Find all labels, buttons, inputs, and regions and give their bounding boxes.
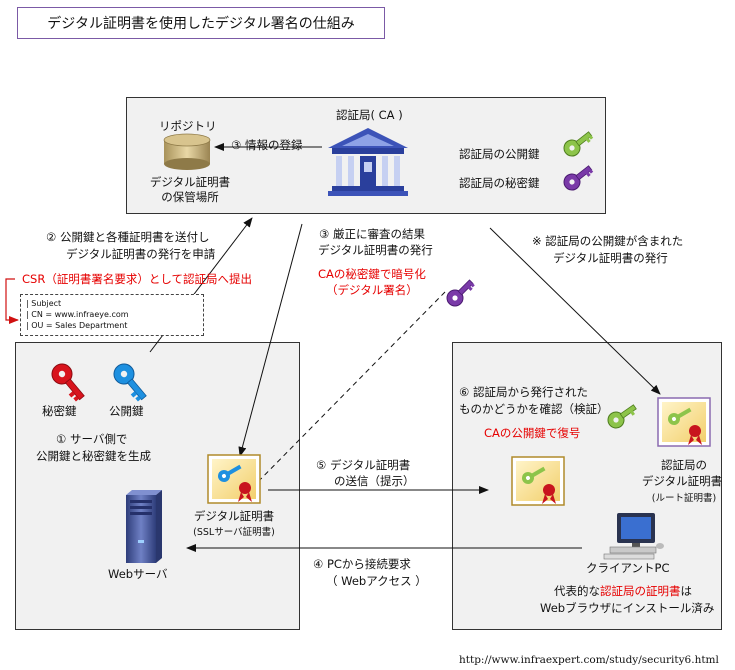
server-cert-sub: (SSLサーバ証明書) — [193, 527, 275, 538]
step4-line2: （ Webアクセス ） — [326, 574, 427, 588]
client-certificate-icon — [511, 456, 565, 506]
repository-icon — [163, 133, 211, 170]
arrow-issue-cert — [238, 223, 303, 457]
csr-document: | Subject | CN = www.infraeye.com | OU =… — [20, 294, 204, 336]
step3-line1: ③ 厳正に審査の結果 — [319, 227, 425, 241]
csr-cn: | CN = www.infraeye.com — [26, 310, 129, 319]
step2-line1: ② 公開鍵と各種証明書を送付し — [46, 230, 210, 244]
note-line1: ※ 認証局の公開鍵が含まれた — [532, 234, 684, 248]
client-bottom-prefix: 代表的な — [554, 584, 600, 598]
client-bottom-line2: Webブラウザにインストール済み — [540, 601, 715, 615]
repository-desc-1: デジタル証明書 — [149, 175, 231, 189]
step6-red: CAの公開鍵で復号 — [484, 426, 581, 440]
ca-building-icon — [328, 128, 408, 196]
ca-public-key-label: 認証局の公開鍵 — [459, 147, 540, 161]
step4-line1: ④ PCから接続要求 — [313, 557, 411, 571]
server-certificate-icon — [207, 454, 261, 504]
arrow-sign-dashed — [243, 291, 446, 497]
step6-line1: ⑥ 認証局から発行された — [459, 385, 588, 399]
server-cert-label: デジタル証明書 — [193, 509, 275, 523]
client-panel — [452, 342, 722, 630]
arrow-csr-submit — [5, 278, 19, 324]
ca-public-key-icon — [563, 131, 594, 157]
root-cert-line3: (ルート証明書) — [651, 493, 717, 504]
csr-subject: | Subject — [26, 299, 62, 308]
arrow-issue-root — [489, 227, 661, 395]
server-public-key-icon — [113, 363, 147, 402]
footer-url: http://www.infraexpert.com/study/securit… — [459, 654, 719, 666]
client-bottom-red: 認証局の証明書 — [600, 584, 681, 598]
step3-line2: デジタル証明書の発行 — [318, 243, 433, 257]
server-private-key-label: 秘密鍵 — [42, 404, 77, 418]
csr-ou: | OU = Sales Department — [26, 321, 128, 330]
step3-register-label: ③ 情報の登録 — [231, 138, 303, 152]
server-private-key-icon — [51, 363, 85, 402]
step3-red-line1: CAの秘密鍵で暗号化 — [318, 267, 426, 281]
step2-line2: デジタル証明書の発行を申請 — [66, 247, 216, 261]
diagram-title: デジタル証明書を使用したデジタル署名の仕組み — [17, 7, 385, 39]
client-bottom-line1: 代表的な認証局の証明書は — [554, 583, 692, 600]
repository-desc-2: の保管場所 — [161, 190, 219, 204]
client-pc-label: クライアントPC — [586, 561, 670, 575]
client-ca-public-key-icon — [607, 404, 637, 429]
root-cert-line2: デジタル証明書 — [641, 474, 723, 488]
root-cert-line1: 認証局の — [661, 458, 707, 472]
step3-red-line2: （デジタル署名） — [326, 283, 418, 297]
web-server-icon — [126, 490, 162, 563]
ca-label: 認証局( CA ) — [336, 108, 403, 122]
server-public-key-label: 公開鍵 — [109, 404, 144, 418]
step1-line2: 公開鍵と秘密鍵を生成 — [36, 449, 151, 463]
client-pc-icon — [603, 513, 664, 560]
step1-line1: ① サーバ側で — [56, 432, 128, 446]
csr-submit-label: CSR（証明書署名要求）として認証局へ提出 — [22, 272, 252, 286]
ca-private-key-label: 認証局の秘密鍵 — [459, 176, 540, 190]
client-bottom-suffix: は — [680, 584, 693, 598]
title-text: デジタル証明書を使用したデジタル署名の仕組み — [47, 16, 355, 32]
repository-label: リポジトリ — [159, 119, 217, 133]
web-server-label: Webサーバ — [108, 567, 168, 581]
note-line2: デジタル証明書の発行 — [553, 251, 668, 265]
step6-line2: ものかどうかを確認（検証） — [459, 402, 609, 416]
step5-line2: の送信（提示） — [334, 474, 415, 488]
step5-line1: ⑤ デジタル証明書 — [316, 458, 411, 472]
ca-private-key-icon — [563, 165, 594, 191]
root-certificate-icon — [657, 397, 711, 447]
signing-key-icon — [446, 279, 475, 307]
